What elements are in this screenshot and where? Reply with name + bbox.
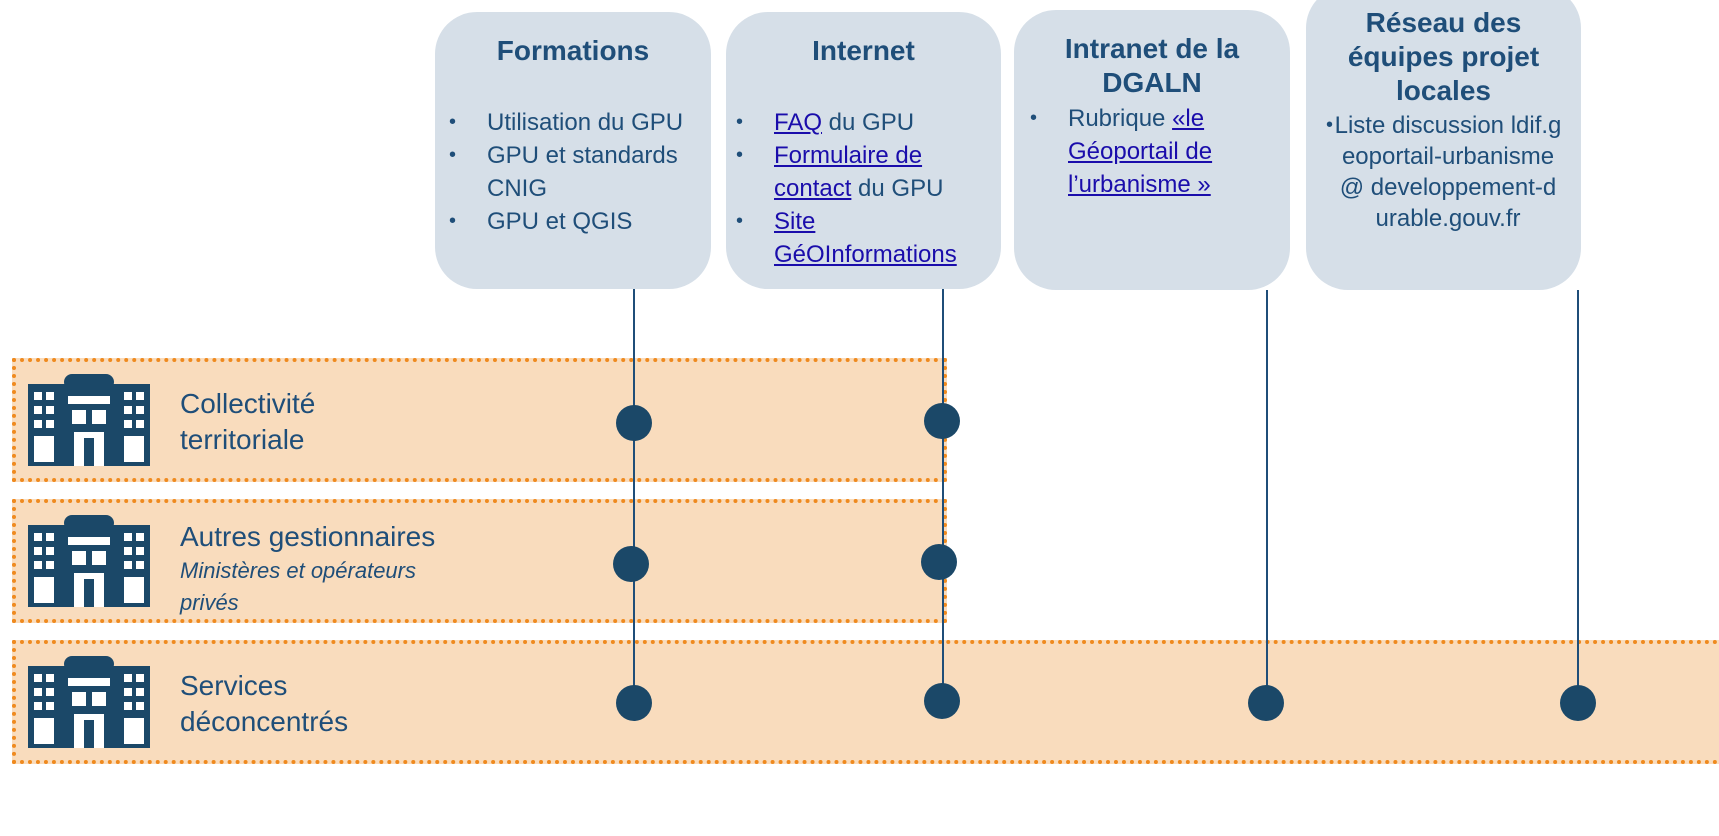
connector-line-internet xyxy=(942,289,944,701)
list-item: Liste discussion ldif.geoportail-urbanis… xyxy=(1326,110,1562,234)
node-dot xyxy=(613,546,649,582)
connector-line-formations xyxy=(633,289,635,703)
band-title: Collectivité territoriale xyxy=(180,388,316,455)
list-item-text: du GPU xyxy=(851,175,944,202)
card-title: Internet xyxy=(812,35,915,66)
list-item-text: du GPU xyxy=(822,109,915,136)
list-item: GPU et QGIS xyxy=(449,205,689,238)
card-list: Utilisation du GPU GPU et standards CNIG… xyxy=(449,106,689,238)
connector-line-intranet xyxy=(1266,290,1268,703)
card-intranet: Intranet de la DGALN Rubrique «le Géopor… xyxy=(1014,10,1290,290)
list-item: GPU et standards CNIG xyxy=(449,139,689,205)
geoportail-urbanisme-link[interactable]: «le Géoportail de l’urbanisme » xyxy=(1068,105,1213,198)
band-autres-gestionnaires: Autres gestionnaires Ministères et opéra… xyxy=(12,499,947,623)
band-services-deconcentres: Services déconcentrés xyxy=(12,640,1719,764)
list-item-text: Rubrique xyxy=(1068,105,1173,132)
list-item: Utilisation du GPU xyxy=(449,106,689,139)
list-item: Formulaire de contact du GPU xyxy=(736,139,986,205)
card-reseau: Réseau des équipes projet locales Liste … xyxy=(1306,0,1581,290)
band-title: Autres gestionnaires xyxy=(180,521,436,552)
card-title: Intranet de la DGALN xyxy=(1064,33,1240,98)
building-icon xyxy=(28,515,150,607)
list-item: Rubrique «le Géoportail de l’urbanisme » xyxy=(1030,102,1250,201)
building-icon xyxy=(28,656,150,748)
card-list: Liste discussion ldif.geoportail-urbanis… xyxy=(1326,110,1562,234)
node-dot xyxy=(1248,685,1284,721)
building-icon xyxy=(28,374,150,466)
band-label: Services déconcentrés xyxy=(180,668,380,740)
card-formations: Formations Utilisation du GPU GPU et sta… xyxy=(435,12,711,289)
list-item: Site GéOInformations xyxy=(736,205,986,271)
node-dot xyxy=(1560,685,1596,721)
node-dot xyxy=(921,544,957,580)
geoinformations-link[interactable]: Site GéOInformations xyxy=(774,208,957,268)
faq-link[interactable]: FAQ xyxy=(774,109,823,136)
band-subtitle: Ministères et opérateurs privés xyxy=(180,558,416,615)
band-title: Services déconcentrés xyxy=(180,670,349,737)
node-dot xyxy=(924,683,960,719)
band-collectivite: Collectivité territoriale xyxy=(12,358,947,482)
node-dot xyxy=(616,405,652,441)
card-title: Réseau des équipes projet locales xyxy=(1347,7,1540,106)
connector-line-reseau xyxy=(1577,290,1579,703)
band-label: Collectivité territoriale xyxy=(180,386,380,458)
card-list: FAQ du GPU Formulaire de contact du GPU … xyxy=(736,106,986,271)
card-title: Formations xyxy=(496,35,650,66)
card-list: Rubrique «le Géoportail de l’urbanisme » xyxy=(1030,102,1250,201)
contact-form-link[interactable]: Formulaire de contact xyxy=(774,142,923,202)
band-label: Autres gestionnaires Ministères et opéra… xyxy=(180,519,480,619)
list-item: FAQ du GPU xyxy=(736,106,986,139)
node-dot xyxy=(616,685,652,721)
node-dot xyxy=(924,403,960,439)
card-internet: Internet FAQ du GPU Formulaire de contac… xyxy=(726,12,1001,289)
